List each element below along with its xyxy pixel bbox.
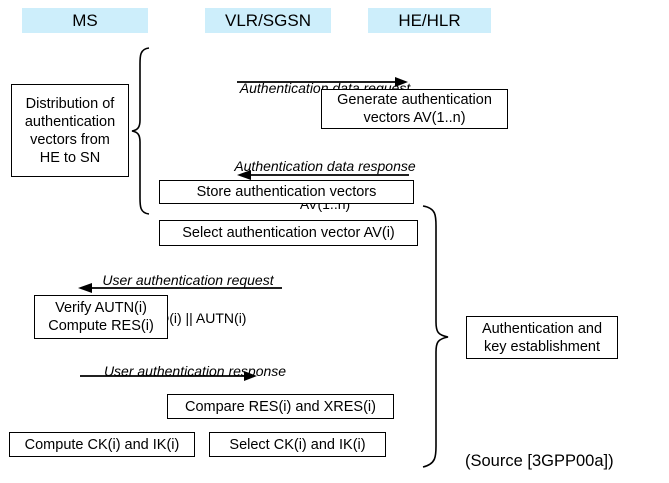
- action-box-select-ck-ik: Select CK(i) and IK(i): [209, 432, 386, 457]
- lane-header-ms: MS: [22, 8, 148, 33]
- action-box-verify-autn-compute-res: Verify AUTN(i) Compute RES(i): [34, 295, 168, 339]
- action-box-store-av: Store authentication vectors: [159, 180, 414, 204]
- message-arrow-user-auth-response: [80, 371, 257, 381]
- message-label-user-auth-response: User authentication response RES(i): [85, 343, 305, 438]
- message-italic-text: Authentication data response: [234, 158, 416, 174]
- phase-box-auth-key-establishment: Authentication and key establishment: [466, 316, 618, 359]
- message-italic-text: User authentication response: [103, 363, 287, 379]
- phase-box-distribution: Distribution of authentication vectors f…: [11, 84, 129, 177]
- lane-header-vlr-sgsn: VLR/SGSN: [205, 8, 331, 33]
- lane-header-he-hlr: HE/HLR: [368, 8, 491, 33]
- message-arrow-user-auth-request: [78, 283, 282, 293]
- left-phase-brace: [131, 47, 150, 215]
- message-arrow-auth-data-response: [237, 170, 409, 180]
- action-box-compare-res-xres: Compare RES(i) and XRES(i): [167, 394, 394, 419]
- right-phase-brace: [422, 205, 449, 468]
- source-note: (Source [3GPP00a]): [465, 452, 614, 470]
- action-box-generate-av: Generate authentication vectors AV(1..n): [321, 89, 508, 129]
- action-box-select-av: Select authentication vector AV(i): [159, 220, 418, 246]
- action-box-compute-ck-ik: Compute CK(i) and IK(i): [9, 432, 195, 457]
- message-italic-text: User authentication request: [102, 272, 274, 288]
- message-arrow-auth-data-request: [237, 77, 408, 87]
